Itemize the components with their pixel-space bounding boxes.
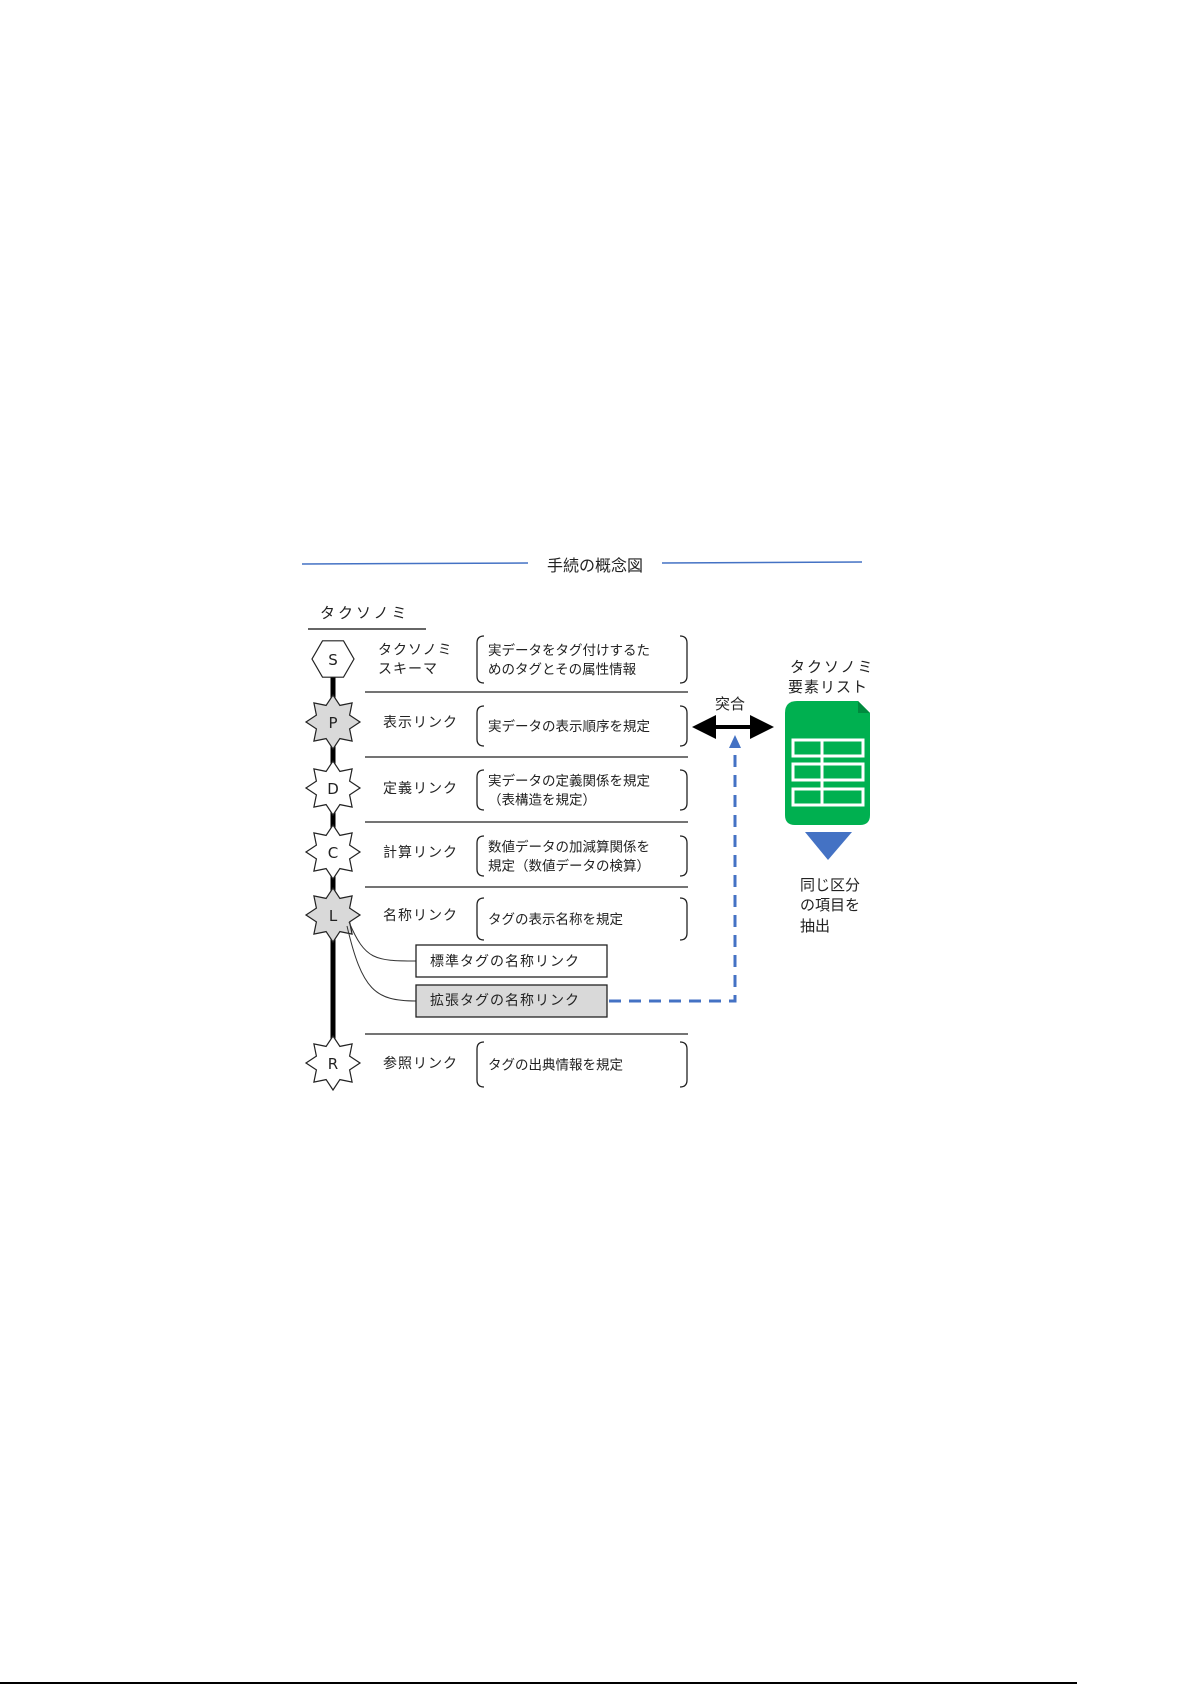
node-s-shape xyxy=(311,640,355,678)
row-label: 名称リンク xyxy=(383,908,458,924)
bracket-left xyxy=(476,705,485,747)
row-separators xyxy=(365,691,688,1035)
node-s-letter: S xyxy=(328,651,338,669)
row-description: タグの表示名称を規定 xyxy=(488,912,623,928)
row-description: 規定（数値データの検算） xyxy=(488,858,650,875)
bracket-right xyxy=(679,769,688,811)
node-d-shape xyxy=(304,759,362,817)
node-r-shape xyxy=(304,1034,362,1092)
row-description: 実データをタグ付けするた xyxy=(488,642,650,659)
element-list-title-2: 要素リスト xyxy=(788,678,868,696)
bracket-right xyxy=(679,1041,688,1088)
extract-text-1: 同じ区分 xyxy=(800,876,860,894)
node-c-letter: C xyxy=(328,844,338,862)
bracket-right xyxy=(679,705,688,747)
bracket-right xyxy=(679,635,688,684)
node-p-letter: P xyxy=(328,714,337,732)
bracket-left xyxy=(476,1041,485,1088)
row-label: 計算リンク xyxy=(383,845,458,861)
bracket-left xyxy=(476,835,485,877)
node-l-shape xyxy=(304,886,362,944)
row-label: スキーマ xyxy=(378,662,438,678)
dashed-arrow-head xyxy=(729,735,741,748)
node-l-letter: L xyxy=(329,907,338,925)
element-list-title-1: タクソノミ xyxy=(790,658,875,676)
taxonomy-label: タクソノミ xyxy=(320,604,410,622)
row-description: めのタグとその属性情報 xyxy=(488,662,637,678)
dashed-arrow xyxy=(609,748,737,1003)
spreadsheet-icon xyxy=(785,701,870,825)
node-r-letter: R xyxy=(328,1055,338,1073)
extract-text-2: の項目を xyxy=(800,896,860,914)
row-label: 参照リンク xyxy=(383,1055,458,1072)
connector-extended xyxy=(346,925,417,1002)
bracket-left xyxy=(476,635,485,684)
match-label: 突合 xyxy=(715,695,745,713)
node-p-shape xyxy=(304,693,362,751)
node-c-shape xyxy=(304,823,362,881)
extended-tag-name-link-label: 拡張タグの名称リンク xyxy=(430,993,580,1009)
row-description: （表構造を規定） xyxy=(488,793,596,809)
bracket-right xyxy=(679,835,688,877)
extract-text-3: 抽出 xyxy=(800,917,830,935)
node-d-letter: D xyxy=(327,780,339,798)
row-label: タクソノミ xyxy=(378,643,453,659)
row-description: 実データの定義関係を規定 xyxy=(488,773,650,790)
row-description: タグの出典情報を規定 xyxy=(488,1058,623,1074)
bracket-left xyxy=(476,897,485,941)
extended-tag-name-link-box xyxy=(415,984,608,1018)
diagram-title: 手続の概念図 xyxy=(547,556,643,575)
title-rule-right xyxy=(661,561,863,564)
extract-down-triangle xyxy=(805,832,852,860)
standard-tag-name-link-box xyxy=(415,944,608,978)
row-description: 数値データの加減算関係を xyxy=(488,839,650,856)
row-label: 表示リンク xyxy=(383,715,458,731)
bracket-left xyxy=(476,769,485,811)
bracket-right xyxy=(679,897,688,941)
row-description: 実データの表示順序を規定 xyxy=(488,718,650,735)
title-rule-left xyxy=(301,562,529,565)
row-label: 定義リンク xyxy=(383,780,458,797)
standard-tag-name-link-label: 標準タグの名称リンク xyxy=(430,954,580,970)
connector-standard xyxy=(348,921,417,962)
